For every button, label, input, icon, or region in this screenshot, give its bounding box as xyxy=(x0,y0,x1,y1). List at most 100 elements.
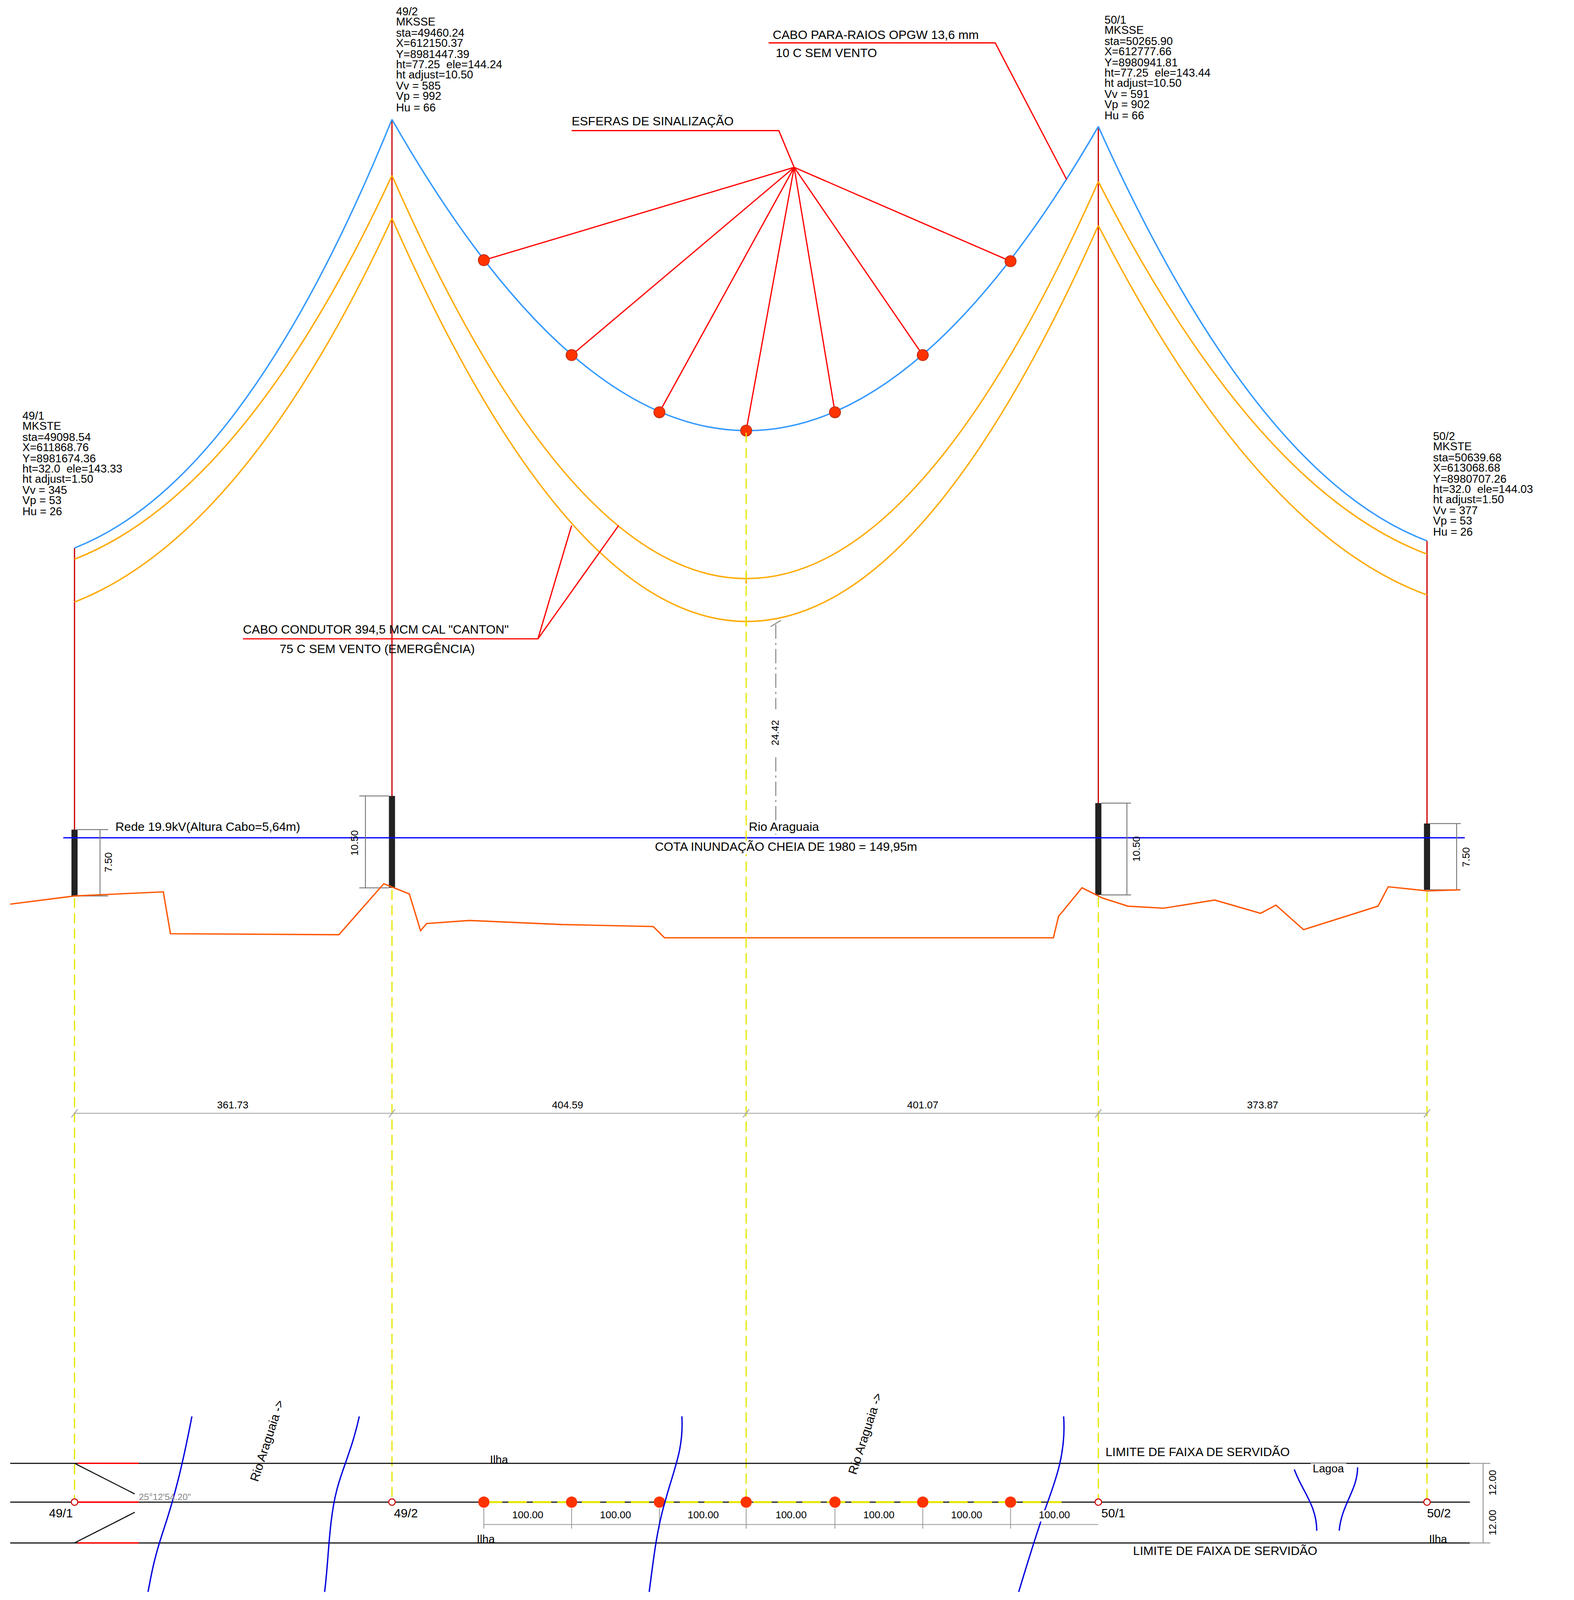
spacing-value: 100.00 xyxy=(510,1510,546,1522)
callout-label: 10 C SEM VENTO xyxy=(775,46,878,60)
tower-data: Vp = 902 xyxy=(1104,99,1150,111)
extension-line xyxy=(1010,1508,1012,1529)
lagoon-edge xyxy=(1294,1469,1317,1532)
height-dimensions xyxy=(77,796,1461,897)
projection-line xyxy=(73,898,76,1501)
flood-level-line xyxy=(63,837,1465,840)
tower-extension xyxy=(71,829,78,897)
tower-data: ht adjust=1.50 xyxy=(1433,494,1505,507)
tower-extension xyxy=(389,796,396,889)
limit-label: LIMITE DE FAIXA DE SERVIDÃO xyxy=(1105,1446,1290,1460)
conductor-cable xyxy=(74,175,1427,627)
marker-sphere xyxy=(917,349,929,361)
spacing-value: 100.00 xyxy=(598,1510,634,1522)
marker-spheres xyxy=(478,254,1017,437)
network-note: Rede 19.9kV(Altura Cabo=5,64m) xyxy=(115,820,300,834)
cable-span xyxy=(74,119,392,548)
river-bank xyxy=(649,1416,683,1593)
tower-data: Vv = 345 xyxy=(22,484,67,497)
projection-line xyxy=(391,890,393,1501)
angle-line xyxy=(74,1512,135,1544)
dimension-tick xyxy=(71,1109,78,1119)
tower-extension xyxy=(1424,823,1431,891)
leader-line xyxy=(483,167,794,261)
span-length: 401.07 xyxy=(904,1100,941,1112)
dimension-tick xyxy=(1095,1109,1102,1119)
tower-data: Hu = 66 xyxy=(396,101,436,114)
row-width-dimension xyxy=(1469,1463,1491,1544)
dimension-line xyxy=(1126,803,1128,896)
projection-line xyxy=(1097,897,1100,1501)
cable-span xyxy=(74,175,392,560)
projection-line xyxy=(745,432,748,1501)
tower-number: 50/2 xyxy=(1426,1507,1451,1521)
tower-data: sta=50265.90 xyxy=(1104,35,1173,47)
plan-red-marks xyxy=(77,1463,139,1544)
tower-data: MKSTE xyxy=(22,421,61,433)
leader-line xyxy=(793,167,835,413)
spacing-value: 100.00 xyxy=(949,1510,985,1522)
river-banks xyxy=(148,1416,1358,1593)
tower-data: Y=8981447.39 xyxy=(396,48,470,61)
dimension-value: 10.50 xyxy=(350,830,361,856)
tower-data: Hu = 26 xyxy=(1433,526,1473,539)
callout-label: CABO CONDUTOR 394,5 MCM CAL "CANTON" xyxy=(242,623,509,637)
marker-sphere xyxy=(478,1496,490,1509)
cable-span xyxy=(391,218,1099,622)
line-axis xyxy=(10,1502,1470,1503)
span-length: 373.87 xyxy=(1244,1100,1281,1112)
cable-span xyxy=(1098,181,1428,554)
dimension-line xyxy=(99,829,101,897)
clearance-dimension xyxy=(770,620,781,836)
area-name: Ilha xyxy=(1429,1534,1448,1546)
dimension-line xyxy=(1456,823,1457,891)
marker-sphere xyxy=(829,406,841,418)
leader-line xyxy=(768,42,1067,180)
lagoon-edge xyxy=(1339,1467,1358,1531)
extension-line xyxy=(834,1508,836,1529)
tower-number: 49/1 xyxy=(49,1507,73,1521)
leader-lines xyxy=(242,42,1067,639)
spacing-value: 100.00 xyxy=(1036,1510,1073,1522)
extension-line xyxy=(571,1508,573,1529)
dimension-line xyxy=(775,624,777,709)
tower-lines xyxy=(74,119,1427,897)
marker-sphere xyxy=(829,1496,841,1509)
span-dimension xyxy=(71,1109,1431,1119)
dimension-line xyxy=(483,1524,1099,1526)
tower-number: 49/2 xyxy=(394,1507,418,1521)
dimension-value: 12.00 xyxy=(1488,1510,1499,1536)
projection-line xyxy=(1426,891,1428,1501)
angle-line xyxy=(74,1463,135,1495)
marker-sphere xyxy=(1004,1496,1016,1509)
river-name: Rio Araguaia xyxy=(746,820,821,834)
extension-line xyxy=(359,795,390,797)
tower-pole xyxy=(1097,126,1100,896)
tower-data: X=612777.66 xyxy=(1104,45,1172,58)
dimension-value: 24.42 xyxy=(770,718,781,748)
tower-data: Vv = 585 xyxy=(396,80,441,92)
tower-data: Y=8981674.36 xyxy=(22,452,96,465)
tower-data: MKSSE xyxy=(1104,25,1145,37)
flood-level-note: COTA INUNDAÇÃO CHEIA DE 1980 = 149,95m xyxy=(652,841,920,855)
tower-mark xyxy=(1423,1499,1431,1506)
tower-data: 50/1 xyxy=(1104,14,1127,27)
leader-line xyxy=(659,167,794,413)
red-mark xyxy=(77,1542,139,1545)
spacing-value: 100.00 xyxy=(773,1510,809,1522)
plan-view-lines xyxy=(10,1463,1470,1544)
tower-data: ht=77.25 ele=144.24 xyxy=(396,59,503,72)
leader-line xyxy=(571,130,794,168)
marker-sphere xyxy=(1004,255,1016,267)
river-name: Rio Araguaia -> xyxy=(846,1391,885,1477)
extension-line xyxy=(745,1508,747,1529)
leader-line xyxy=(793,167,1011,262)
callout-label: ESFERAS DE SINALIZAÇÃO xyxy=(571,115,734,129)
tower-data: sta=50639.68 xyxy=(1433,451,1502,464)
sphere-spacing-dimension xyxy=(483,1508,1099,1529)
tower-data: 50/2 xyxy=(1433,430,1456,443)
tower-mark xyxy=(388,1499,396,1506)
river-bank xyxy=(148,1416,193,1593)
